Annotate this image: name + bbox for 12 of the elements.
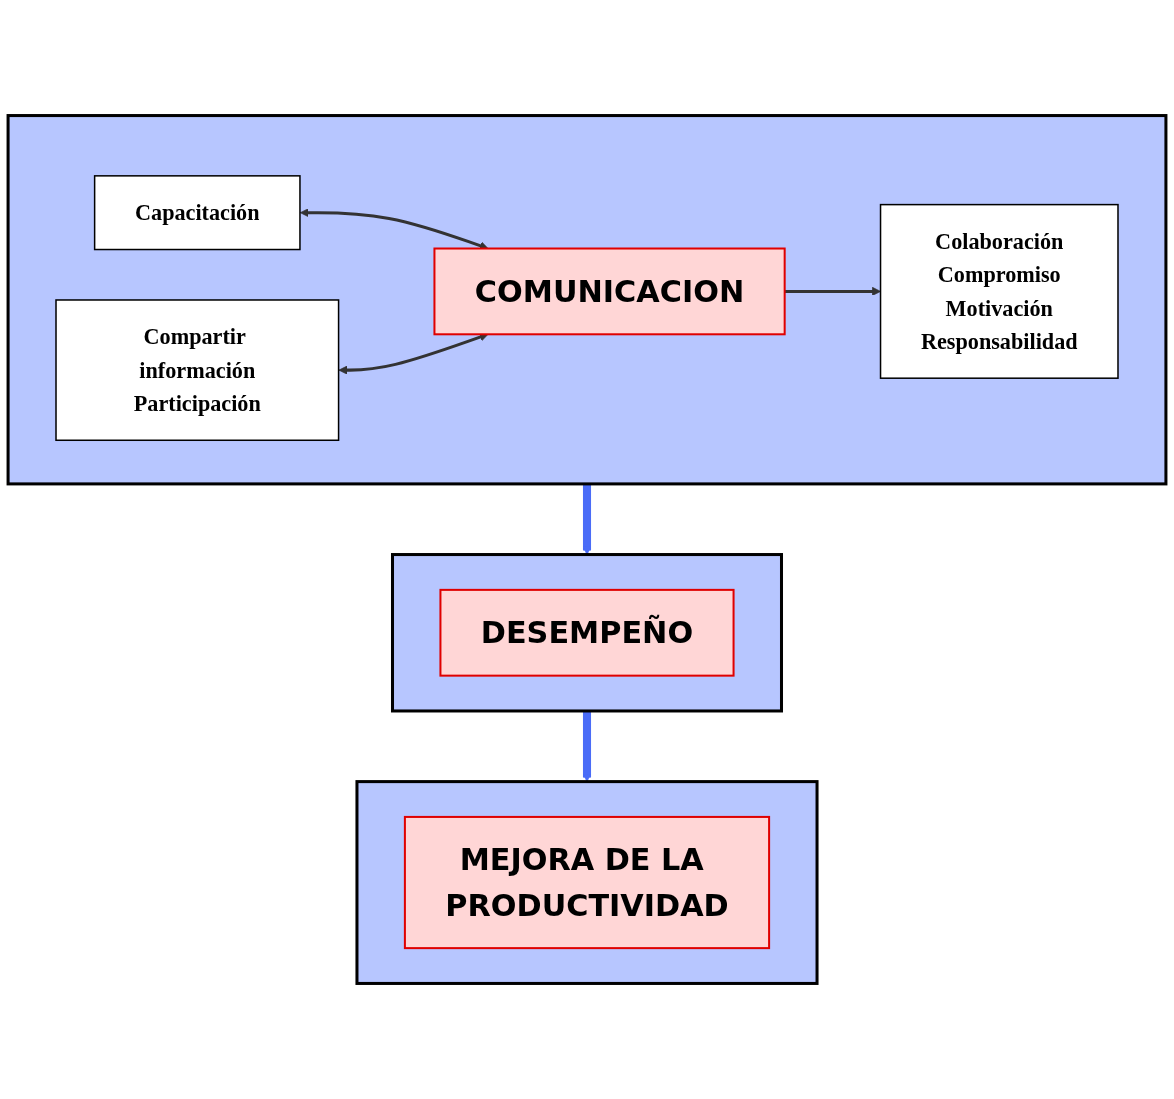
arrow [582, 483, 592, 555]
node-box: Compartir información Participación [55, 299, 340, 441]
arrow [784, 286, 881, 296]
node-box: MEJORA DE LA PRODUCTIVIDAD [403, 815, 771, 950]
node-box: Colaboración Compromiso Motivación Responsabilidad [879, 203, 1119, 379]
node-box: DESEMPEÑO [439, 588, 735, 677]
node-box: Capacitación [93, 175, 301, 251]
cluster [6, 114, 1168, 486]
node-box: COMUNICACION [433, 247, 786, 336]
arrow [582, 710, 592, 782]
cluster [355, 780, 819, 985]
cluster [391, 553, 783, 713]
